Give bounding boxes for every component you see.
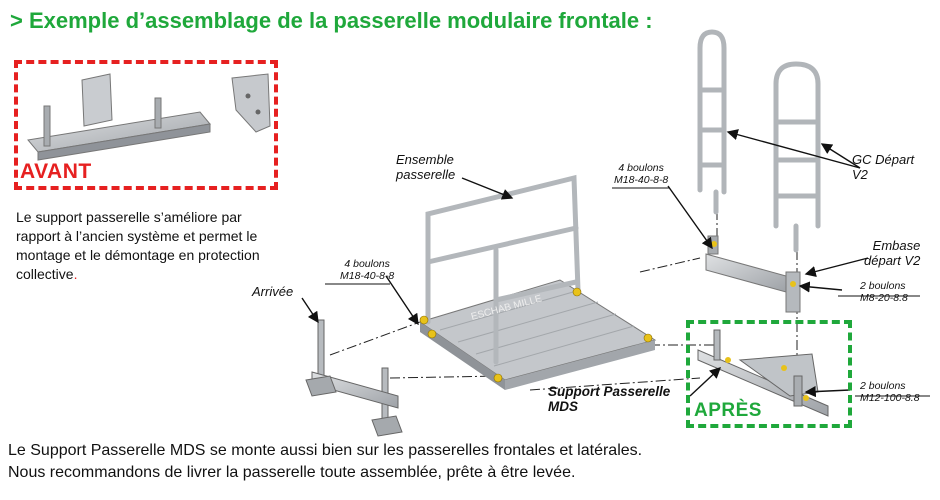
callout-bolts-mid: 4 boulons M18-40-8-8 — [614, 162, 669, 186]
footer-line-1: Le Support Passerelle MDS se monte aussi… — [8, 442, 643, 459]
callout-bolts-apres: 2 boulons M12-100-8.8 — [860, 380, 920, 404]
new-support-drawing — [697, 329, 829, 417]
arrival-bracket-drawing — [305, 319, 403, 437]
after-frame — [686, 320, 852, 428]
callout-bolts-embase: 2 boulons M8-20-8.8 — [860, 280, 908, 304]
callout-ensemble: Ensemble passerelle — [396, 152, 456, 182]
description-text: Le support passerelle s’améliore par rap… — [16, 208, 284, 284]
platform-drawing: ESCHAB MILLE — [418, 174, 657, 390]
description-body: Le support passerelle s’améliore par rap… — [16, 209, 260, 282]
assembly-illustration: ESCHAB MILLE — [27, 29, 930, 437]
footer-text: Le Support Passerelle MDS se monte aussi… — [8, 440, 642, 484]
after-label: APRÈS — [694, 400, 762, 421]
callout-arrivee: Arrivée — [252, 284, 294, 299]
page-title: > Exemple d’assemblage de la passerelle … — [10, 8, 653, 33]
callout-underlines — [325, 187, 930, 397]
before-label: AVANT — [20, 160, 92, 183]
callout-bolts-left: 4 boulons M18-40-8-8 — [340, 258, 395, 282]
before-frame — [14, 60, 278, 190]
callout-embase: Embase départ V2 — [864, 238, 921, 268]
base-plate-drawing — [705, 235, 801, 313]
footer-line-2: Nous recommandons de livrer la passerell… — [8, 464, 576, 481]
callout-gc-depart: GC Départ V2 — [852, 152, 915, 182]
description-end: . — [73, 266, 78, 282]
ladder-guards-drawing — [697, 29, 821, 253]
callout-support-mds: Support Passerelle MDS — [548, 384, 671, 414]
callout-arrows — [301, 129, 869, 398]
old-support-drawing — [27, 73, 271, 161]
